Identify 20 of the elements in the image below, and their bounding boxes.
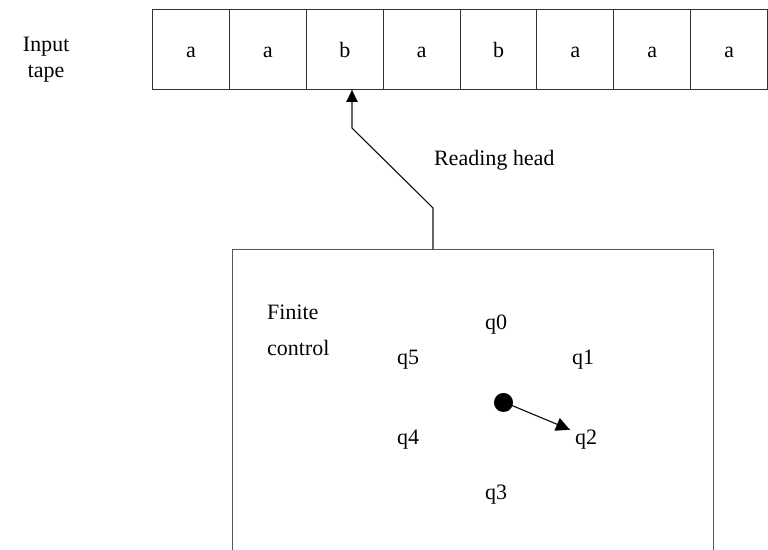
- state-label: q4: [393, 422, 423, 452]
- tape-cell: a: [536, 9, 614, 90]
- state-dot: [494, 393, 513, 412]
- finite-control-label: Finite control: [267, 298, 330, 362]
- arrow: [511, 404, 570, 431]
- tape-cell: b: [460, 9, 538, 90]
- tape-label: Input tape: [22, 31, 70, 83]
- state-label: q1: [568, 342, 598, 372]
- tape-cell: a: [228, 9, 307, 90]
- state-label: q2: [571, 422, 601, 452]
- tape-cell: a: [613, 9, 692, 90]
- tape-cell: b: [306, 9, 384, 90]
- state-label: q5: [393, 342, 423, 372]
- state-label: q3: [481, 477, 511, 507]
- state-label: q0: [481, 307, 511, 337]
- tape-cell: a: [382, 9, 460, 90]
- tape-cell: a: [690, 9, 768, 90]
- tape-cell: a: [152, 9, 230, 90]
- finite-control-box: [232, 249, 714, 550]
- arrow: [346, 90, 434, 249]
